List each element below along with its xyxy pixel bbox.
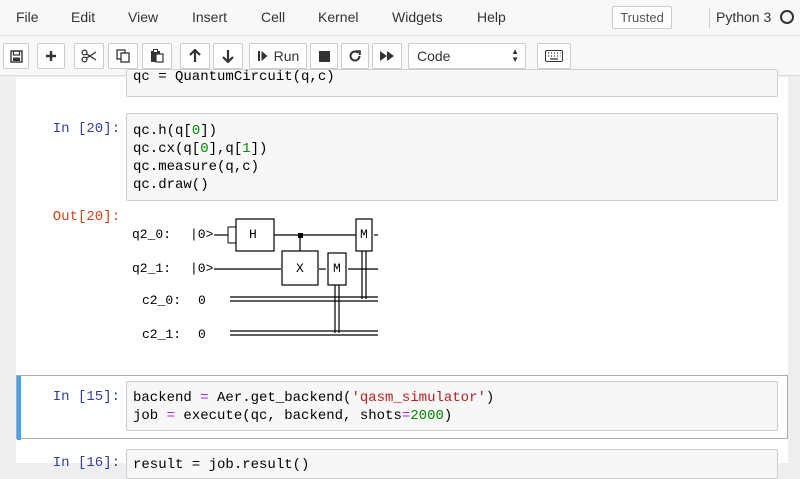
run-button-label: Run	[273, 48, 300, 64]
circuit-output: q2_0: q2_1: c2_0: c2_1: |0> |0> 0 0	[126, 207, 386, 347]
paste-icon	[151, 49, 164, 63]
notebook-container: qc = QuantumCircuit(q,c) In [20]: qc.h(q…	[0, 69, 800, 479]
scissors-icon	[81, 49, 97, 63]
gate-measure-q2-0: M	[360, 227, 368, 242]
code-line: qc = QuantumCircuit(q,c)	[133, 68, 335, 86]
kernel-name[interactable]: Python 3	[716, 9, 772, 25]
restart-button[interactable]	[341, 43, 369, 69]
arrow-down-icon	[222, 50, 234, 63]
select-arrows-icon: ▲▼	[511, 47, 519, 64]
menu-view[interactable]: View	[128, 9, 159, 25]
cell-16-prompt-in: In [16]:	[52, 455, 120, 471]
cut-button[interactable]	[74, 43, 104, 69]
paste-button[interactable]	[142, 43, 172, 69]
step-forward-icon	[257, 51, 268, 61]
arrow-up-icon	[189, 49, 201, 62]
copy-button[interactable]	[108, 43, 138, 69]
refresh-icon	[349, 50, 361, 62]
menu-cell[interactable]: Cell	[261, 9, 286, 25]
code-text-prev: qc = QuantumCircuit(q,c)	[133, 69, 335, 85]
circuit-diagram	[214, 218, 378, 336]
fast-forward-icon	[380, 51, 394, 61]
wire-init-c2-0: 0	[198, 293, 206, 308]
menu-kernel[interactable]: Kernel	[318, 9, 359, 25]
copy-icon	[116, 49, 130, 63]
menu-insert[interactable]: Insert	[192, 9, 228, 25]
interrupt-button[interactable]	[310, 43, 338, 69]
move-down-button[interactable]	[213, 43, 243, 69]
cell-type-select[interactable]: Code ▲▼	[408, 43, 526, 69]
gate-measure-q2-1: M	[333, 261, 341, 276]
cell-20-input[interactable]: qc.h(q[0]) qc.cx(q[0],q[1]) qc.measure(q…	[126, 113, 778, 201]
run-button[interactable]: Run	[249, 43, 307, 69]
cell-15[interactable]	[16, 375, 788, 440]
gate-h: H	[249, 227, 257, 242]
menu-help[interactable]: Help	[477, 9, 506, 25]
gate-x: X	[296, 261, 304, 276]
cell-input-previous[interactable]: qc = QuantumCircuit(q,c)	[126, 69, 778, 97]
stop-icon	[318, 50, 330, 62]
command-palette-button[interactable]	[537, 43, 571, 69]
save-button[interactable]	[3, 43, 29, 69]
cell-15-input[interactable]: backend = Aer.get_backend('qasm_simulato…	[126, 381, 778, 431]
menu-bar: File Edit View Insert Cell Kernel Widget…	[0, 0, 800, 36]
wire-label-c2-1: c2_1:	[142, 327, 182, 342]
selected-cell-indicator	[17, 376, 21, 440]
kernel-idle-icon	[780, 10, 794, 24]
wire-label-q2-1: q2_1:	[132, 261, 172, 276]
menu-widgets[interactable]: Widgets	[392, 9, 443, 25]
save-icon	[9, 49, 23, 63]
restart-run-all-button[interactable]	[372, 43, 402, 69]
trusted-indicator[interactable]: Trusted	[612, 6, 672, 29]
cell-20-code: qc.h(q[0]) qc.cx(q[0],q[1]) qc.measure(q…	[133, 123, 268, 193]
wire-init-c2-1: 0	[198, 327, 206, 342]
cell-16-code: result = job.result()	[133, 457, 310, 473]
menu-edit[interactable]: Edit	[71, 9, 96, 25]
insert-cell-button[interactable]	[37, 43, 65, 69]
notebook-page: qc = QuantumCircuit(q,c) In [20]: qc.h(q…	[16, 69, 788, 479]
keyboard-icon	[545, 50, 563, 62]
move-up-button[interactable]	[180, 43, 210, 69]
cell-15-code: backend = Aer.get_backend('qasm_simulato…	[133, 390, 495, 424]
cell-20-prompt-out: Out[20]:	[52, 209, 120, 225]
wire-init-q2-1: |0>	[190, 261, 214, 276]
wire-label-q2-0: q2_0:	[132, 227, 172, 242]
menu-file[interactable]: File	[16, 9, 39, 25]
wire-label-c2-0: c2_0:	[142, 293, 182, 308]
cell-16-input[interactable]: result = job.result()	[126, 449, 778, 479]
kernel-separator	[709, 8, 710, 28]
cell-type-value: Code	[417, 48, 451, 64]
plus-icon	[46, 51, 56, 61]
cell-20-prompt-in: In [20]:	[52, 121, 120, 137]
cell-15-prompt-in: In [15]:	[52, 389, 120, 405]
wire-init-q2-0: |0>	[190, 227, 214, 242]
